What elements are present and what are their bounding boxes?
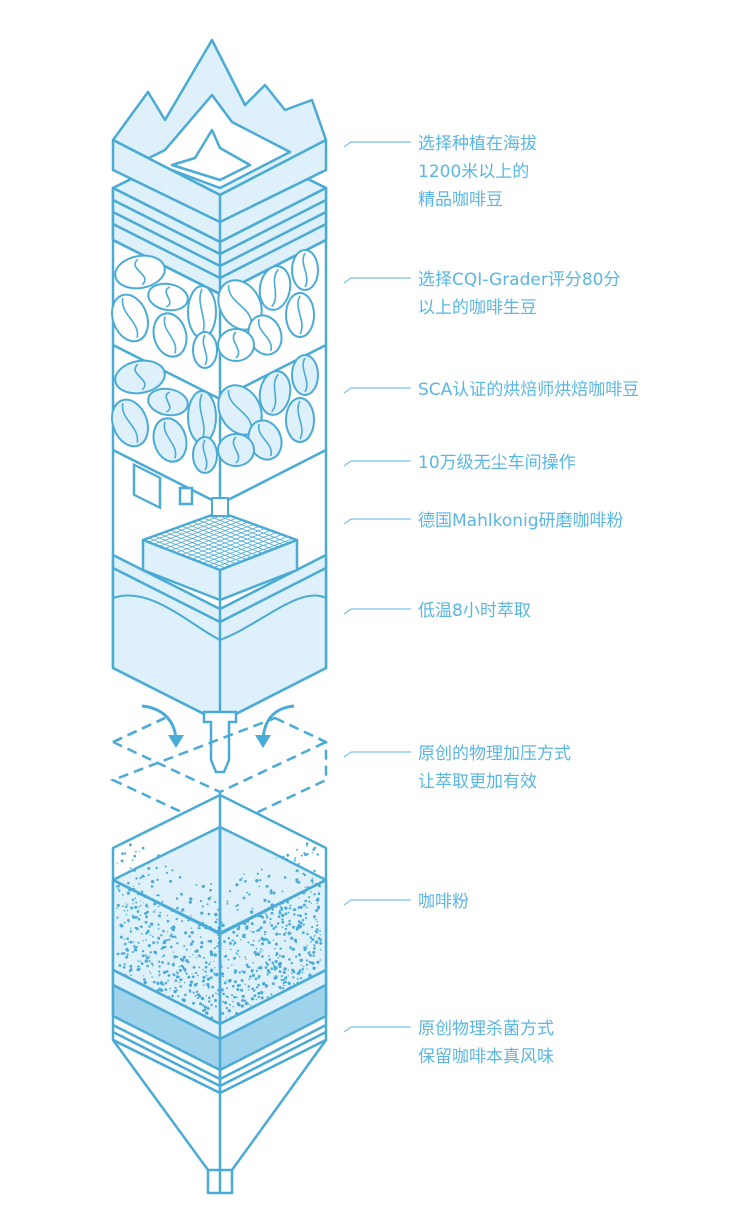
coffee-bean-icon (217, 328, 255, 362)
leader-line (343, 518, 411, 525)
coffee-bean-icon (192, 436, 218, 474)
coffee-bean-icon (111, 398, 149, 448)
coffee-bean-icon (291, 249, 319, 291)
label-sterilization: 原创物理杀菌方式保留咖啡本真风味 (418, 1015, 554, 1071)
coffee-bean-icon (114, 254, 166, 290)
leader-line (343, 899, 411, 906)
coffee-bean-icon (152, 417, 188, 463)
label-line: 精品咖啡豆 (418, 190, 503, 210)
label-line: 保留咖啡本真风味 (418, 1047, 554, 1067)
grinder-shaft (211, 497, 229, 517)
label-line: 1200米以上的 (418, 162, 530, 182)
label-altitude-beans: 选择种植在海拔 1200米以上的精品咖啡豆 (418, 130, 537, 214)
coffee-bean-icon (258, 265, 292, 311)
label-line: 原创物理杀菌方式 (418, 1019, 554, 1039)
coffee-bean-icon (258, 370, 292, 416)
window-icon (132, 462, 162, 510)
leader-line (343, 387, 411, 394)
coffee-bean-icon (147, 387, 189, 417)
label-sca-roaster: SCA认证的烘焙师烘焙咖啡豆 (418, 376, 639, 404)
coffee-bean-icon (192, 331, 218, 369)
grinder-mesh (148, 513, 292, 569)
label-line: 以上的咖啡生豆 (418, 298, 537, 318)
coffee-powder-grains (115, 842, 323, 1019)
coffee-bean-icon (187, 390, 217, 444)
coffee-bean-icon (187, 285, 217, 339)
label-cold-brew: 低温8小时萃取 (418, 597, 531, 625)
label-line: 德国Mahlkonig研磨咖啡粉 (418, 511, 624, 531)
leader-line (343, 141, 411, 148)
label-line: SCA认证的烘焙师烘焙咖啡豆 (418, 380, 640, 400)
label-line: 低温8小时萃取 (418, 601, 531, 621)
label-line: 选择CQI-Grader评分80分 (418, 270, 621, 290)
mountain-snow (170, 128, 252, 182)
label-cqi-grader: 选择CQI-Grader评分80分以上的咖啡生豆 (418, 266, 620, 322)
leader-line (343, 277, 411, 284)
label-mahlkonig-grinder: 德国Mahlkonig研磨咖啡粉 (418, 507, 624, 535)
leader-line (343, 608, 411, 615)
coffee-bean-icon (285, 292, 315, 338)
nozzle (202, 710, 238, 774)
coffee-bean-icon (291, 354, 319, 396)
leader-line (343, 751, 411, 758)
label-coffee-powder: 咖啡粉 (418, 888, 469, 916)
coffee-bean-icon (217, 433, 255, 467)
label-line: 10万级无尘车间操作 (418, 453, 576, 473)
leader-line (343, 460, 411, 467)
label-line: 选择种植在海拔 (418, 134, 537, 154)
coffee-bean-icon (111, 293, 149, 343)
arrow-down-right-icon (255, 704, 295, 748)
panel-icon (178, 486, 194, 506)
label-line: 让萃取更加有效 (418, 772, 537, 792)
leader-line (343, 1026, 411, 1033)
arrow-down-left-icon (141, 704, 184, 748)
label-clean-room: 10万级无尘车间操作 (418, 449, 576, 477)
coffee-bean-icon (285, 397, 315, 443)
label-line: 原创的物理加压方式 (418, 744, 571, 764)
coffee-bean-icon (152, 312, 188, 358)
label-pressure-extraction: 原创的物理加压方式让萃取更加有效 (418, 740, 571, 796)
coffee-bean-icon (147, 282, 189, 312)
pressure-dashed-box (109, 716, 328, 832)
label-line: 咖啡粉 (418, 892, 469, 912)
coffee-bean-icon (114, 359, 166, 395)
